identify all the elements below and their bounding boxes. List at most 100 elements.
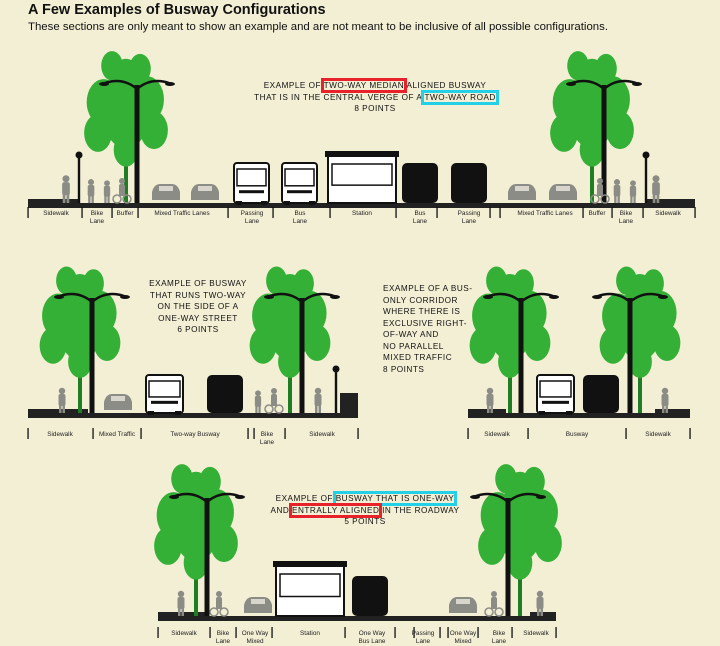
person-body <box>314 394 322 406</box>
light-head <box>566 82 576 86</box>
lane-label: Station <box>352 210 372 217</box>
highlight-red-1: two-way median <box>320 78 408 93</box>
tree-canopy <box>210 524 238 563</box>
person-body <box>62 182 70 196</box>
lane-label: Mixed <box>246 638 263 645</box>
light-arm <box>59 292 93 303</box>
bus-rear <box>207 375 243 413</box>
dim-tick <box>689 428 691 439</box>
car-window <box>198 186 212 191</box>
light-head <box>470 495 480 499</box>
dim-tick <box>227 207 229 218</box>
lane-label: Mixed <box>454 638 471 645</box>
person-leg <box>62 405 65 413</box>
light-pole <box>601 85 607 203</box>
tree-canopy <box>56 266 77 295</box>
person-body <box>177 597 185 609</box>
person-leg <box>181 608 184 616</box>
short-pole <box>334 369 338 413</box>
tree-canopy <box>513 269 534 298</box>
highlight-cyan-1: two-way road <box>421 89 499 105</box>
light-pole <box>627 298 633 413</box>
light-head <box>592 295 602 299</box>
person-leg <box>487 405 490 413</box>
bike-wheel <box>264 404 274 414</box>
lane-label: Passing <box>458 210 481 217</box>
light-arm <box>301 292 335 303</box>
lane-label: Sidewalk <box>523 630 549 637</box>
station-shelter <box>327 155 397 204</box>
person-leg <box>630 195 633 203</box>
bus-grille <box>287 190 312 194</box>
cyclist-body <box>271 394 277 406</box>
dim-tick <box>247 428 249 439</box>
tree-canopy <box>495 464 517 494</box>
cyclist-head <box>597 178 603 184</box>
person-head <box>661 387 669 395</box>
cyclist-head <box>119 178 125 184</box>
lane-label: Sidewalk <box>655 210 681 217</box>
road-surface <box>28 203 695 208</box>
bus-windshield <box>236 168 267 187</box>
light-head <box>120 295 130 299</box>
short-pole <box>77 155 81 203</box>
bus-windshield <box>539 380 572 398</box>
lane-label: Sidewalk <box>47 431 73 438</box>
bus-grille <box>239 190 264 194</box>
bus-wheel <box>566 411 572 415</box>
bike-wheel <box>494 607 504 617</box>
dim-tick <box>81 207 83 218</box>
highlight-cyan-2: busway that is one-way <box>332 491 458 506</box>
person-leg <box>633 195 636 203</box>
caption-2: Example of buswaythat runs two-wayon the… <box>149 279 247 334</box>
light-arm <box>597 292 631 303</box>
dim-tick <box>253 428 255 439</box>
tree-canopy <box>653 324 681 362</box>
person-leg <box>107 195 110 203</box>
cyclist-body <box>597 184 603 196</box>
tree-canopy <box>266 266 287 295</box>
person-body <box>652 182 660 196</box>
person-body <box>661 394 669 406</box>
cyclist-head <box>216 591 222 597</box>
page-subtitle: These sections are only meant to show an… <box>28 21 608 33</box>
tree-canopy <box>101 51 123 81</box>
bus-wheel <box>236 201 242 205</box>
person-leg <box>66 194 70 203</box>
lane-label: Sidewalk <box>484 431 510 438</box>
tree-canopy <box>567 51 589 81</box>
caption-1: Example of two-way median aligned busway… <box>254 78 499 113</box>
lane-label: Lane <box>216 638 231 645</box>
person-head <box>486 387 494 395</box>
light-pole <box>299 298 305 413</box>
light-arm <box>629 292 663 303</box>
page-title: A Few Examples of Busway Configurations <box>28 2 326 18</box>
lane-label: Lane <box>260 439 275 446</box>
bus-rear <box>352 576 388 616</box>
light-head <box>483 295 493 299</box>
dim-tick <box>477 627 479 638</box>
bike-wheel <box>219 607 229 617</box>
dim-tick <box>271 627 273 638</box>
tree-canopy <box>84 114 112 152</box>
person-leg <box>537 608 540 616</box>
tree-canopy <box>523 324 551 362</box>
light-arm <box>269 292 303 303</box>
light-arm <box>174 492 208 503</box>
lane-label: Lane <box>413 218 428 225</box>
light-head <box>632 82 642 86</box>
tree-canopy <box>616 266 637 295</box>
bus-wheel <box>284 201 290 205</box>
lane-label: Sidewalk <box>309 431 335 438</box>
cyclist-body <box>491 597 497 609</box>
cyclist-body <box>119 184 125 196</box>
light-head <box>99 82 109 86</box>
lane-label: Bus <box>294 210 305 217</box>
light-head <box>165 82 175 86</box>
light-head <box>169 495 179 499</box>
lane-label: Buffer <box>589 210 607 217</box>
person-head <box>177 590 185 598</box>
bus-windshield <box>284 168 315 187</box>
sidewalk-curb <box>28 199 78 203</box>
person-body <box>536 597 544 609</box>
